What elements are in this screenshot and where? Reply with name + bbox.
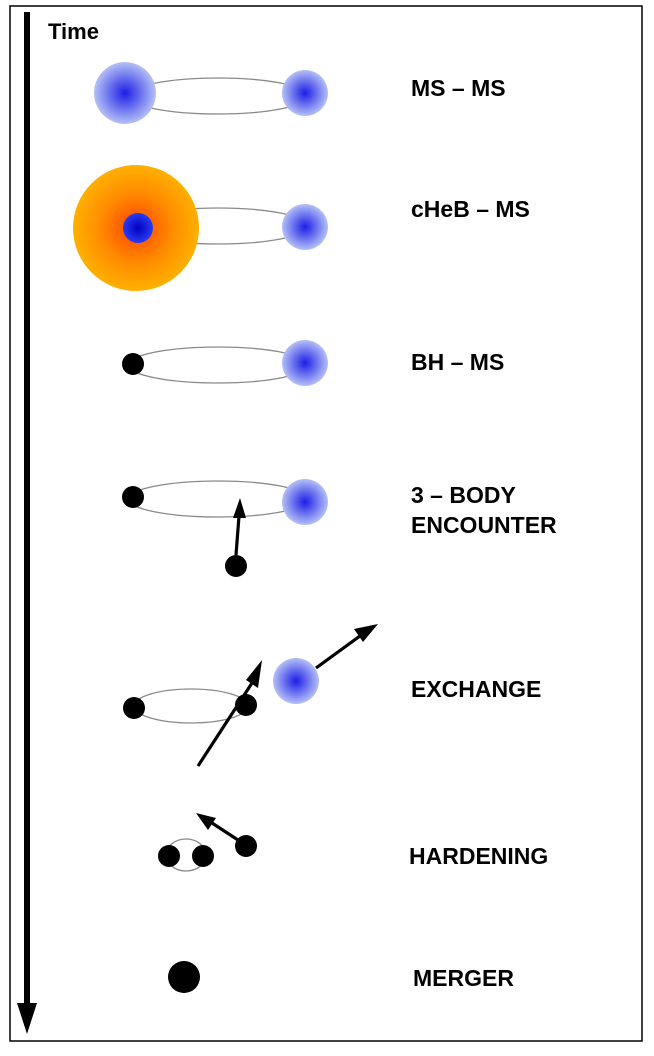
ms-star-secondary	[282, 70, 328, 116]
stage-label: cHeB – MS	[411, 196, 530, 222]
stage-label: MERGER	[413, 965, 514, 991]
incoming-trajectory-arrowhead	[246, 660, 262, 688]
stage-three-body-encounter: 3 – BODY ENCOUNTER	[122, 479, 557, 577]
stage-label: HARDENING	[409, 843, 548, 869]
stage-label: ENCOUNTER	[411, 512, 557, 538]
stage-label: 3 – BODY	[411, 482, 516, 508]
stage-exchange: EXCHANGE	[123, 624, 541, 767]
ms-star-secondary	[282, 204, 328, 250]
stage-label: MS – MS	[411, 75, 506, 101]
ms-star-secondary	[282, 479, 328, 525]
intruder-arrowhead	[233, 498, 246, 518]
merged-black-hole	[168, 961, 200, 993]
stage-label: EXCHANGE	[411, 676, 541, 702]
black-hole	[123, 697, 145, 719]
stage-hardening: HARDENING	[158, 813, 548, 872]
stage-ms-ms: MS – MS	[94, 62, 506, 124]
intruder-arrow	[234, 515, 241, 556]
stage-merger: MERGER	[168, 961, 514, 993]
black-hole	[192, 845, 214, 867]
stage-label: BH – MS	[411, 349, 504, 375]
time-axis: Time	[17, 12, 99, 1034]
incoming-trajectory-arrow	[196, 682, 254, 767]
ejected-ms-star	[273, 658, 319, 704]
cheb-star-core	[123, 213, 153, 243]
ejection-arrowhead	[354, 624, 378, 642]
escape-arrow	[211, 821, 239, 842]
stage-bh-ms: BH – MS	[122, 340, 504, 386]
ejection-arrow	[315, 634, 361, 670]
time-label: Time	[48, 19, 99, 44]
intruder-black-hole	[225, 555, 247, 577]
ms-star-secondary	[282, 340, 328, 386]
escaping-black-hole	[235, 835, 257, 857]
black-hole	[158, 845, 180, 867]
black-hole	[122, 353, 144, 375]
escape-arrowhead	[196, 813, 216, 830]
time-axis-arrowhead	[17, 1003, 37, 1034]
ms-star-primary	[94, 62, 156, 124]
stage-cheb-ms: cHeB – MS	[73, 165, 530, 291]
black-hole	[122, 486, 144, 508]
